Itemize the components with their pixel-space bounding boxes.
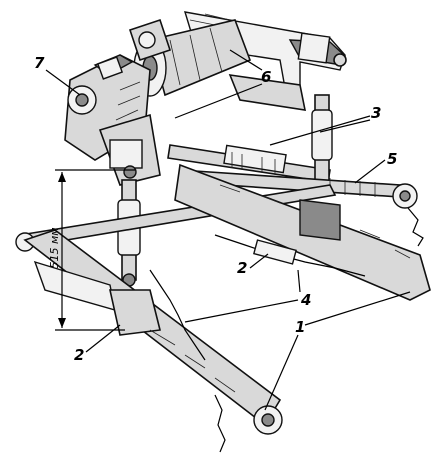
callout-7: 7: [34, 54, 81, 96]
callout-5: 5: [354, 150, 397, 184]
left-lift-rod: [117, 179, 141, 287]
callout-2-right-label: 2: [237, 259, 247, 277]
dimension-515: 515 мм: [48, 169, 135, 331]
stabilizer-chain-left: [149, 269, 226, 453]
rear-shaft: [179, 169, 424, 247]
callout-3: 3: [269, 104, 381, 146]
callout-2-right: 2: [237, 253, 269, 277]
callout-1-label: 1: [295, 318, 305, 336]
callout-3-label: 3: [371, 104, 381, 122]
callout-2-left-label: 2: [74, 346, 84, 364]
callout-1: 1: [264, 291, 411, 411]
callout-6: 6: [174, 49, 271, 119]
callout-5-label: 5: [387, 150, 397, 168]
callout-2-left: 2: [74, 324, 121, 364]
lift-arms: [98, 74, 307, 186]
callout-4-label: 4: [300, 291, 311, 309]
left-lower-link: [23, 229, 283, 435]
callout-6-label: 6: [261, 68, 271, 86]
callout-4: 4: [184, 269, 311, 323]
dimension-label: 515 мм: [48, 227, 61, 268]
callout-7-label: 7: [34, 54, 45, 72]
stabilizer-chain-right: [214, 234, 366, 277]
right-lower-link: [174, 163, 431, 301]
main-shaft: [128, 18, 252, 97]
